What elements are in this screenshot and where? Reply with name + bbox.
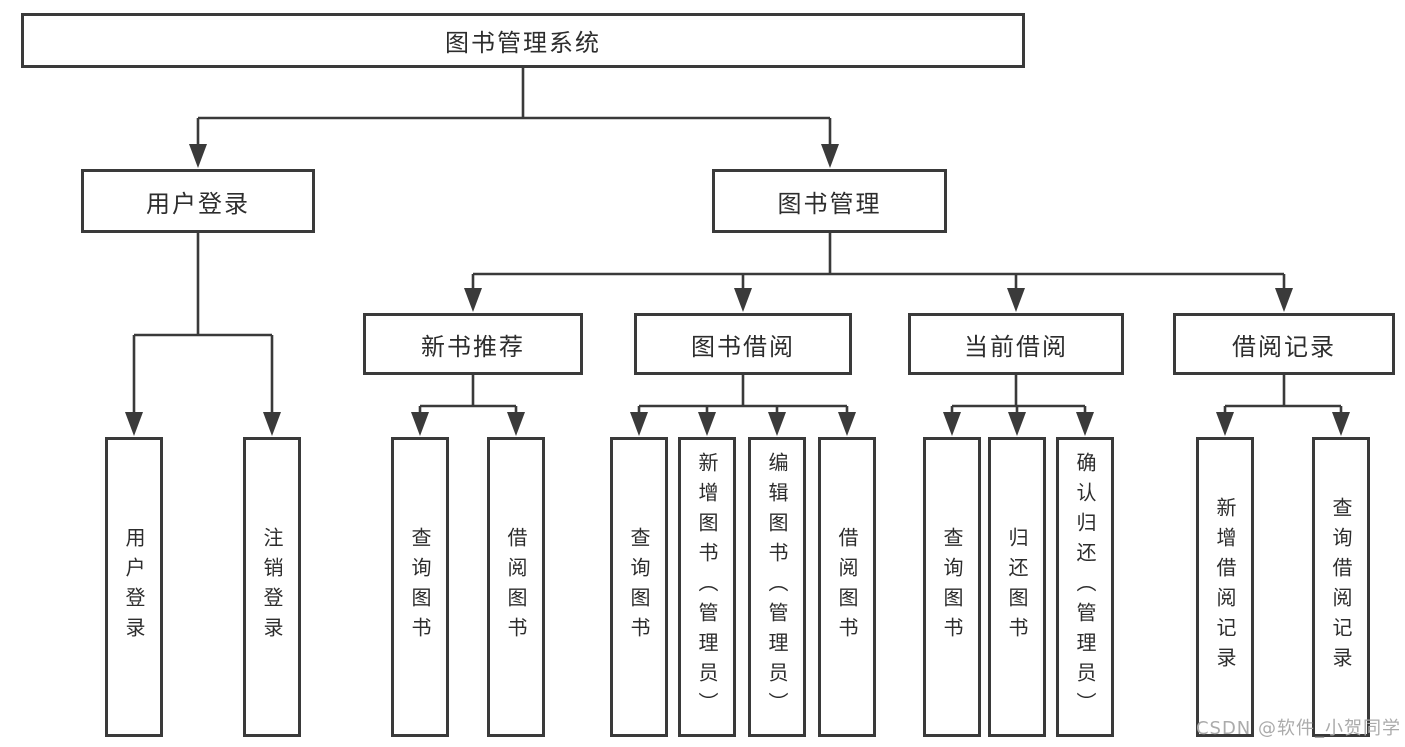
leaf-add-book-admin-label: 新增图书（管理员）: [695, 452, 719, 722]
node-borrow-record-label: 借阅记录: [1232, 332, 1336, 361]
node-book-borrow: 图书借阅: [634, 313, 852, 375]
leaf-logout-label: 注销登录: [260, 527, 284, 647]
node-user-login: 用户登录: [81, 169, 315, 233]
leaf-recommend-borrow-book-label: 借阅图书: [504, 527, 528, 647]
leaf-borrow-book-label: 借阅图书: [835, 527, 859, 647]
leaf-current-query-book-label: 查询图书: [940, 527, 964, 647]
leaf-edit-book-admin: 编辑图书（管理员）: [748, 437, 806, 737]
leaf-confirm-return-admin: 确认归还（管理员）: [1056, 437, 1114, 737]
node-book-borrow-label: 图书借阅: [691, 332, 795, 361]
leaf-query-borrow-record-label: 查询借阅记录: [1329, 497, 1353, 677]
leaf-borrow-book: 借阅图书: [818, 437, 876, 737]
node-current-borrow-label: 当前借阅: [964, 332, 1068, 361]
leaf-user-login: 用户登录: [105, 437, 163, 737]
leaf-add-book-admin: 新增图书（管理员）: [678, 437, 736, 737]
leaf-return-book: 归还图书: [988, 437, 1046, 737]
node-current-borrow: 当前借阅: [908, 313, 1124, 375]
node-user-login-label: 用户登录: [146, 189, 250, 218]
node-book-management: 图书管理: [712, 169, 947, 233]
node-new-book-recommend: 新书推荐: [363, 313, 583, 375]
node-library-system-label: 图书管理系统: [445, 29, 601, 57]
leaf-add-borrow-record-label: 新增借阅记录: [1213, 497, 1237, 677]
leaf-logout: 注销登录: [243, 437, 301, 737]
leaf-recommend-borrow-book: 借阅图书: [487, 437, 545, 737]
node-new-book-recommend-label: 新书推荐: [421, 332, 525, 361]
leaf-edit-book-admin-label: 编辑图书（管理员）: [765, 452, 789, 722]
leaf-recommend-query-book: 查询图书: [391, 437, 449, 737]
node-book-management-label: 图书管理: [777, 189, 882, 218]
leaf-confirm-return-admin-label: 确认归还（管理员）: [1073, 452, 1097, 722]
leaf-borrow-query-book: 查询图书: [610, 437, 668, 737]
leaf-add-borrow-record: 新增借阅记录: [1196, 437, 1254, 737]
leaf-current-query-book: 查询图书: [923, 437, 981, 737]
csdn-watermark: CSDN @软件_小贺同学: [1195, 718, 1401, 739]
leaf-recommend-query-book-label: 查询图书: [408, 527, 432, 647]
node-borrow-record: 借阅记录: [1173, 313, 1395, 375]
leaf-borrow-query-book-label: 查询图书: [627, 527, 651, 647]
node-library-system: 图书管理系统: [21, 13, 1025, 68]
leaf-user-login-label: 用户登录: [122, 527, 146, 647]
leaf-query-borrow-record: 查询借阅记录: [1312, 437, 1370, 737]
leaf-return-book-label: 归还图书: [1005, 527, 1029, 647]
